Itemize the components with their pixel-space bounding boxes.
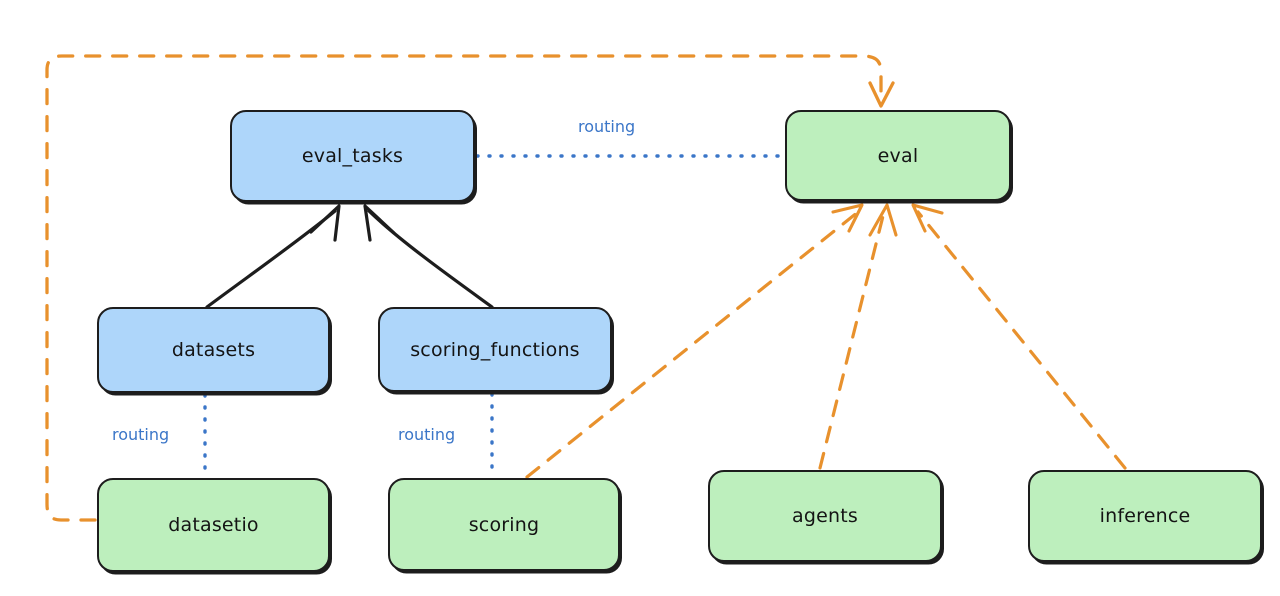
edge-label-routing-scoring-functions-scoring: routing	[398, 425, 456, 444]
node-label: inference	[1099, 505, 1191, 527]
edge-scoring_functions-eval_tasks	[363, 204, 494, 309]
node-eval-tasks[interactable]: eval_tasks	[230, 110, 475, 202]
edge-agents-eval	[818, 203, 898, 470]
node-label: scoring	[468, 513, 540, 536]
node-agents[interactable]: agents	[708, 470, 942, 562]
node-label: datasets	[171, 339, 256, 361]
edge-inference-eval	[911, 203, 1127, 470]
node-label: agents	[792, 505, 858, 527]
edge-label-routing-eval-tasks-eval: routing	[578, 117, 636, 136]
node-label: datasetio	[168, 514, 259, 536]
edge-datasets-eval_tasks	[205, 204, 341, 309]
node-inference[interactable]: inference	[1028, 470, 1262, 562]
node-eval[interactable]: eval	[785, 110, 1011, 201]
node-scoring[interactable]: scoring	[388, 478, 620, 571]
node-label: eval_tasks	[301, 145, 404, 167]
edge-label-routing-datasets-datasetio: routing	[112, 425, 170, 444]
node-label: eval	[877, 144, 919, 167]
node-scoring-functions[interactable]: scoring_functions	[378, 307, 612, 392]
node-label: scoring_functions	[410, 338, 580, 361]
node-datasetio[interactable]: datasetio	[97, 478, 330, 572]
node-datasets[interactable]: datasets	[97, 307, 330, 393]
